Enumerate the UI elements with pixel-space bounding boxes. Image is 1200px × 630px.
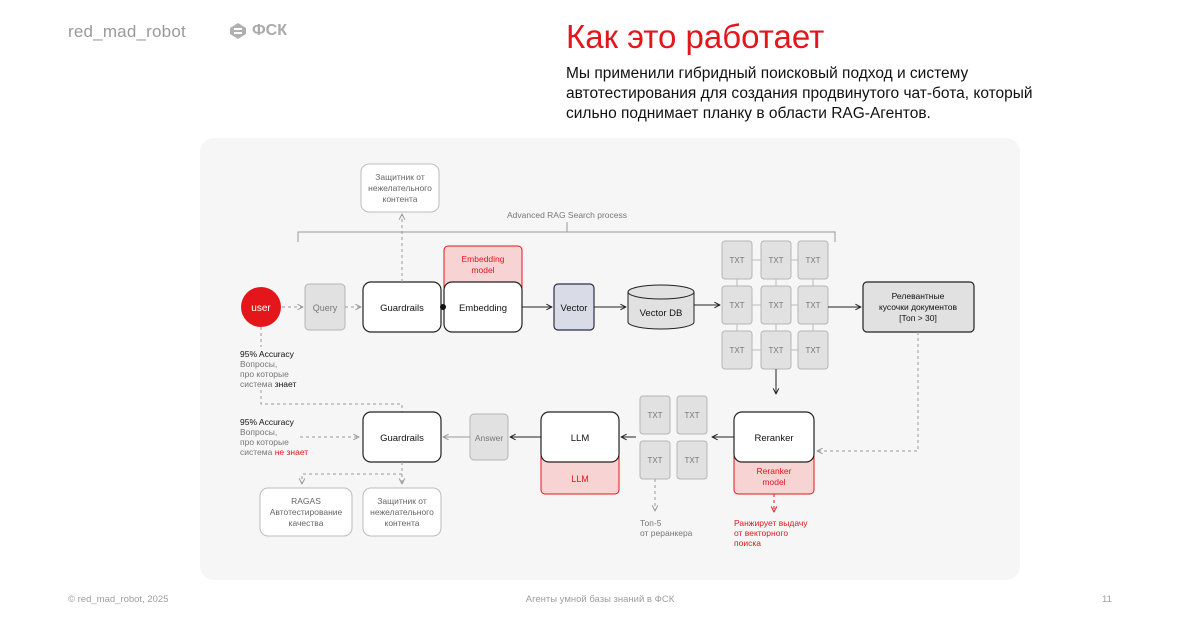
reranker-label: Reranker [754, 433, 793, 444]
partner-logo-icon [230, 23, 246, 39]
embedding-model-box: Embedding model [443, 245, 523, 293]
answer-label: Answer [475, 433, 504, 443]
txt-doc: TXT [805, 256, 820, 265]
guardrails-top-box: Guardrails [362, 281, 442, 333]
txt-doc: TXT [729, 301, 744, 310]
accuracy-known-line3: система знает [240, 379, 296, 389]
protector-top-box: Защитник от нежелательного контента [360, 163, 440, 213]
top5-line1: Топ-5 [640, 518, 662, 528]
footer-copyright: © red_mad_robot, 2025 [68, 594, 169, 605]
guardrails-top-label: Guardrails [380, 303, 424, 314]
vector-db-cylinder: Vector DB [627, 284, 695, 330]
txt-doc: TXT [805, 301, 820, 310]
accuracy-unknown-line3: система не знает [240, 447, 308, 457]
txt-doc: TXT [729, 346, 744, 355]
accuracy-unknown-title: 95% Accuracy [240, 417, 295, 427]
guardrails-bottom-box: Guardrails [362, 411, 442, 463]
page-number: 11 [1102, 594, 1112, 605]
txt-doc: TXT [647, 456, 662, 465]
accuracy-known-title: 95% Accuracy [240, 349, 295, 359]
partner-logo: ФСК [228, 22, 287, 40]
txt-grid: TXT TXT TXT TXT TXT TXT TXT TXT TXT [721, 240, 829, 370]
user-node: user [241, 287, 281, 327]
user-label: user [251, 303, 271, 314]
top5-note: Топ-5 от реранкера [640, 518, 693, 538]
txt-doc: TXT [647, 411, 662, 420]
protector-bottom-line1: Защитник от [377, 496, 427, 506]
vector-label: Vector [561, 303, 588, 314]
ragas-line1: RAGAS [291, 496, 321, 506]
llm-label: LLM [571, 433, 590, 444]
process-label: Advanced RAG Search process [507, 210, 627, 220]
txt-doc: TXT [729, 256, 744, 265]
accuracy-known-line2: про которые [240, 369, 289, 379]
page-title: Как это работает [566, 18, 825, 55]
top5-line2: от реранкера [640, 528, 693, 538]
ragas-line2: Автотестирование [270, 507, 343, 517]
protector-top-line1: Защитник от [375, 172, 425, 182]
reranker-model-line1: Reranker [757, 466, 792, 476]
ragas-line3: качества [289, 518, 324, 528]
accuracy-known-line1: Вопросы, [240, 359, 277, 369]
protector-bottom-line3: контента [385, 518, 420, 528]
embedding-label: Embedding [459, 303, 507, 314]
query-box: Query [304, 283, 346, 331]
embedding-model-line1: Embedding [461, 254, 504, 264]
protector-top-line2: нежелательного [368, 183, 432, 193]
embedding-model-line2: model [471, 265, 494, 275]
process-bracket [297, 231, 836, 242]
junction-dot [440, 304, 446, 310]
protector-top-line3: контента [383, 194, 418, 204]
accuracy-unknown-note: 95% Accuracy Вопросы, про которые систем… [240, 417, 308, 457]
relevant-line3: [Топ > 30] [899, 313, 937, 323]
protector-bottom-line2: нежелательного [370, 507, 434, 517]
top5-txt-grid: TXT TXT TXT TXT [639, 395, 708, 480]
txt-doc: TXT [768, 301, 783, 310]
txt-doc: TXT [684, 411, 699, 420]
guardrails-bottom-label: Guardrails [380, 433, 424, 444]
rerank-note: Ранжирует выдачу от векторного поиска [734, 518, 808, 548]
llm-model-label: LLM [571, 474, 589, 484]
accuracy-unknown-line1: Вопросы, [240, 427, 277, 437]
txt-doc: TXT [768, 256, 783, 265]
query-label: Query [313, 303, 338, 313]
embedding-box: Embedding [443, 281, 523, 333]
partner-logo-text: ФСК [252, 22, 287, 39]
footer-title: Агенты умной базы знаний в ФСК [525, 594, 675, 605]
diagram-panel: Защитник от нежелательного контента Adva… [200, 138, 1020, 580]
relevant-line2: кусочки документов [879, 302, 958, 312]
reranker-model-line2: model [762, 477, 785, 487]
rerank-note-line2: от векторного [734, 528, 788, 538]
llm-box: LLM [540, 411, 620, 463]
txt-doc: TXT [768, 346, 783, 355]
page-subtitle: Мы применили гибридный поисковый подход … [566, 65, 1033, 122]
txt-doc: TXT [684, 456, 699, 465]
rerank-note-line1: Ранжирует выдачу [734, 518, 808, 528]
accuracy-unknown-line2: про которые [240, 437, 289, 447]
relevant-chunks-box: Релевантные кусочки документов [Топ > 30… [862, 281, 975, 333]
brand-logo: red_mad_robot [68, 22, 186, 41]
txt-doc: TXT [805, 346, 820, 355]
reranker-box: Reranker [733, 411, 815, 463]
vector-db-label: Vector DB [640, 308, 683, 319]
answer-box: Answer [469, 413, 509, 461]
relevant-line1: Релевантные [892, 291, 945, 301]
rag-diagram: Защитник от нежелательного контента Adva… [240, 163, 975, 548]
rerank-note-line3: поиска [734, 538, 761, 548]
ragas-box: RAGAS Автотестирование качества [259, 487, 353, 537]
protector-bottom-box: Защитник от нежелательного контента [362, 487, 442, 537]
accuracy-known-note: 95% Accuracy Вопросы, про которые систем… [240, 349, 296, 389]
vector-box: Vector [553, 283, 595, 331]
